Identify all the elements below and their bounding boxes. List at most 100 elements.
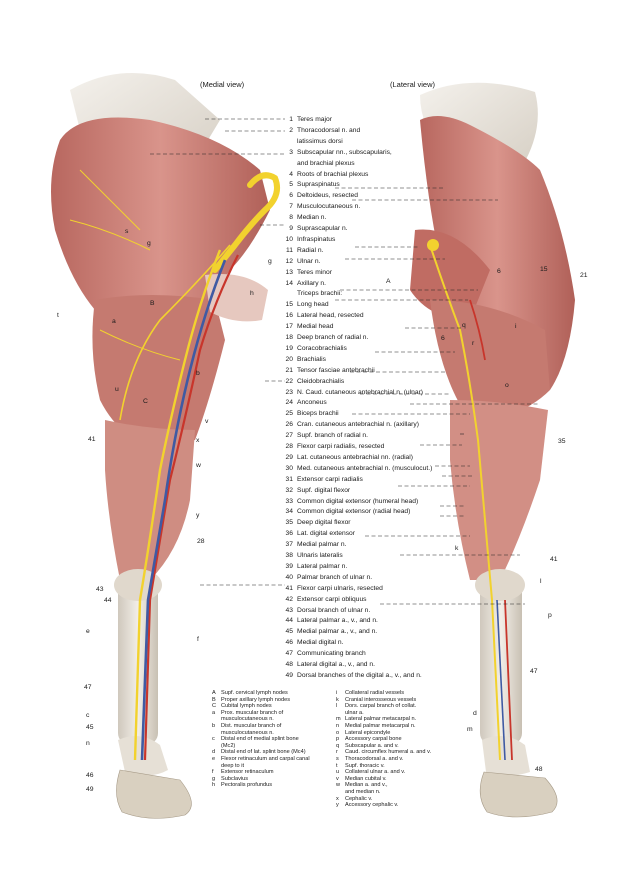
legend-number: 43	[285, 606, 293, 614]
legend-number: 19	[285, 344, 293, 352]
legend-number: 21	[285, 366, 293, 374]
legend-text: Lateral digital a., v., and n.	[297, 661, 375, 668]
brachial-plexus	[212, 172, 280, 273]
key-letter: l	[336, 703, 338, 710]
key-letter: g	[212, 775, 216, 782]
legend-number: 6	[289, 192, 293, 200]
artery-medial	[143, 254, 239, 761]
key-letter: A	[212, 690, 216, 696]
figure-callout: 47	[84, 684, 92, 691]
key-letter: i	[336, 690, 338, 696]
legend-text: Lat. cutaneous antebrachial nn. (radial)	[297, 453, 413, 461]
key-text: Caud. circumflex humeral a. and v.	[345, 749, 432, 756]
figure-callout: 49	[86, 786, 94, 793]
figure-callout: 41	[550, 556, 558, 563]
key-letter: C	[212, 703, 217, 710]
legend-item: Triceps brachii:	[280, 290, 342, 298]
figure-callout: B	[150, 300, 155, 307]
legend-text: Subscapular nn., subscapularis,	[297, 148, 392, 156]
key-text: Extensor retinaculum	[221, 769, 274, 776]
legend-item: 6 Deltoideus, resected	[280, 192, 358, 200]
key-letter: w	[336, 782, 341, 789]
legend-item: 3 Subscapular nn., subscapularis,	[280, 149, 392, 157]
figure-callout: w	[196, 462, 201, 469]
key-text: Subclavius	[221, 775, 249, 782]
ulnar-nerve-medial	[119, 244, 231, 421]
forearm-medial	[105, 420, 195, 580]
legend-number: 15	[285, 301, 293, 309]
key-text: Distal end of lat. splint bone (Mc4)	[221, 749, 306, 756]
legend-number: 8	[289, 214, 293, 222]
key-text: Collateral ulnar a. and v.	[345, 769, 406, 776]
legend-text: Palmar branch of ulnar n.	[297, 573, 373, 581]
legend-number: 46	[285, 639, 293, 647]
legend-text: Cran. cutaneous antebrachial n. (axillar…	[297, 421, 419, 429]
key-letter	[212, 763, 221, 770]
key-letter: k	[336, 696, 339, 703]
legend-text: Cleidobrachialis	[297, 377, 345, 385]
key-text: Cubital lymph nodes	[221, 703, 272, 710]
key-letter: q	[336, 742, 340, 749]
key-text: Thoracodorsal a. and v.	[345, 755, 404, 762]
hoof-medial	[116, 769, 192, 819]
key-letter: n	[336, 722, 340, 729]
key-text: musculocutaneous n.	[221, 729, 274, 736]
artery-lateral	[469, 299, 513, 761]
carpus-lateral	[475, 569, 525, 601]
legend-text: Deltoideus, resected	[297, 192, 358, 200]
legend-number: 23	[285, 388, 293, 396]
figure-callout: 6	[497, 268, 501, 275]
figure-callout: 43	[96, 586, 104, 593]
legend-text: Ulnaris lateralis	[297, 552, 343, 559]
legend-text: Communicating branch	[297, 650, 366, 658]
legend-text: Supraspinatus	[297, 181, 340, 189]
legend-number: 38	[285, 552, 293, 559]
legend-number: 16	[285, 312, 293, 320]
legend-text: Ulnar n.	[297, 257, 321, 265]
key-text: Collateral radial vessels	[345, 690, 405, 696]
legend-text: Teres minor	[297, 268, 332, 276]
legend-number: 3	[289, 148, 293, 156]
key-letter: s	[336, 755, 339, 762]
key-letter: t	[336, 762, 338, 769]
key-text: and median n.	[345, 788, 381, 795]
key-letter: m	[336, 716, 341, 723]
key-letter: B	[212, 696, 216, 703]
figure-callout: c	[86, 712, 90, 719]
legend-number: 42	[285, 595, 293, 603]
legend-text: Infraspinatus	[297, 235, 336, 243]
key-text: Dors. carpal branch of collat.	[345, 703, 417, 710]
nerve-branches-medial	[69, 169, 181, 361]
legend-text: Extensor carpi radialis	[297, 475, 363, 483]
legend-number: 34	[285, 508, 293, 516]
legend-number: 47	[285, 650, 293, 658]
figure-callout: s	[125, 228, 129, 235]
legend-number: 4	[289, 170, 293, 178]
legend-number: 40	[285, 573, 293, 581]
legend-text: Flexor carpi ulnaris, resected	[297, 584, 383, 592]
